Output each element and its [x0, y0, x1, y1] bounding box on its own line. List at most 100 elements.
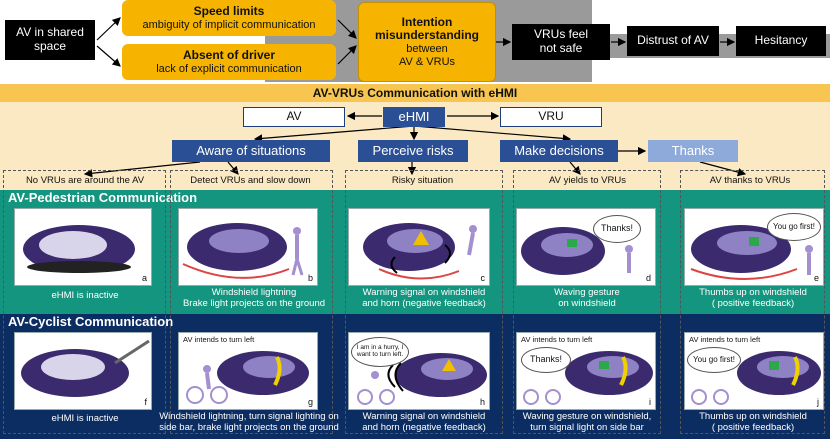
- vehicle-illustration-d: [521, 227, 633, 275]
- stage-aware-label: Aware of situations: [196, 142, 306, 158]
- column-outline-1: [3, 170, 166, 434]
- speed-limits-subtitle: ambiguity of implicit communication: [142, 18, 316, 31]
- column-header-4: AV yields to VRUs: [549, 175, 626, 186]
- caption-a-line1: eHMI is inactive: [51, 290, 119, 301]
- caption-c-line2: and horn (negative feedback): [362, 297, 486, 309]
- panel-letter-d: d: [645, 273, 651, 283]
- column-header-5: AV thanks to VRUs: [709, 175, 791, 186]
- caption-g-line2: side bar, brake light projects on the gr…: [159, 421, 339, 433]
- absent-driver-subtitle: lack of explicit communication: [156, 62, 302, 75]
- vehicle-illustration-i: [523, 351, 653, 405]
- absent-driver-box: Absent of driver lack of explicit commun…: [122, 44, 336, 80]
- stage-decide-label: Make decisions: [514, 142, 604, 158]
- panel-letter-b: b: [307, 273, 313, 283]
- panel-d: Thanks! d: [516, 208, 656, 286]
- intention-between: between: [406, 43, 448, 56]
- column-header-3: Risky situation: [391, 175, 454, 186]
- caption-j-line2: ( positive feedback): [711, 421, 795, 433]
- caption-h-line2: and horn (negative feedback): [362, 421, 486, 433]
- panel-letter-c: c: [480, 273, 486, 283]
- vehicle-illustration-a: [23, 225, 135, 273]
- panel-b: b: [178, 208, 318, 286]
- note-i: AV intends to turn left: [521, 335, 593, 344]
- caption-a: eHMI is inactive: [5, 290, 165, 302]
- panel-letter-g: g: [307, 397, 313, 407]
- speech-bubble-j: You go first!: [687, 347, 741, 373]
- panel-letter-e: e: [813, 273, 819, 283]
- intention-title: Intention misunderstanding: [374, 14, 479, 43]
- caption-d-line1: Waving gesture: [554, 287, 620, 298]
- caption-g: Windshield lightning, turn signal lighti…: [146, 411, 352, 434]
- panel-a: a: [14, 208, 152, 286]
- column-outline-4: [513, 170, 661, 434]
- caption-i-line1: Waving gesture on windshield,: [522, 411, 652, 422]
- intention-box: Intention misunderstanding between AV & …: [358, 2, 496, 82]
- caption-j: Thumbs up on windshield ( positive feedb…: [678, 411, 828, 434]
- speech-bubble-e: You go first!: [767, 213, 821, 241]
- column-outline-5: [680, 170, 825, 434]
- vehicle-illustration-g: [186, 351, 309, 404]
- av-shared-space-box: AV in shared space: [5, 20, 95, 60]
- note-j: AV intends to turn left: [689, 335, 761, 344]
- column-header-2: Detect VRUs and slow down: [190, 175, 311, 186]
- caption-b: Windshield lightning Brake light project…: [170, 287, 338, 310]
- column-header-1: No VRUs are around the AV: [25, 175, 145, 186]
- speed-limits-box: Speed limits ambiguity of implicit commu…: [122, 0, 336, 36]
- panel-letter-a: a: [141, 273, 147, 283]
- absent-driver-title: Absent of driver: [182, 47, 275, 62]
- caption-f-line1: eHMI is inactive: [51, 413, 119, 424]
- note-g: AV intends to turn left: [183, 335, 255, 344]
- caption-h-line1: Warning signal on windshield: [362, 411, 486, 422]
- ehmi-node-label: eHMI: [398, 108, 430, 124]
- cyclist-title: AV-Cyclist Communication: [8, 314, 174, 329]
- caption-i-line2: turn signal light on side bar: [530, 421, 644, 433]
- column-outline-2: [170, 170, 333, 434]
- speech-bubble-d: Thanks!: [593, 215, 641, 243]
- intention-parties: AV & VRUs: [398, 55, 456, 68]
- communication-title: AV-VRUs Communication with eHMI: [0, 84, 830, 102]
- panel-j: AV intends to turn left You go first! j: [684, 332, 824, 410]
- vehicle-illustration-h: [357, 353, 487, 405]
- caption-g-line1: Windshield lightning, turn signal lighti…: [159, 411, 339, 422]
- distrust-box: Distrust of AV: [627, 26, 719, 56]
- vru-unsafe-text: VRUs feel not safe: [533, 27, 589, 55]
- panel-c: c: [348, 208, 490, 286]
- vehicle-illustration-e: [690, 225, 813, 280]
- comm-connectors: [83, 111, 747, 178]
- caption-b-line2: Brake light projects on the ground: [182, 297, 326, 309]
- hesitancy-text: Hesitancy: [754, 33, 808, 48]
- caption-c-line1: Warning signal on windshield: [362, 287, 486, 298]
- speech-bubble-i: Thanks!: [521, 347, 571, 373]
- vehicle-illustration-b: [182, 223, 304, 279]
- hesitancy-box: Hesitancy: [736, 26, 826, 56]
- av-node-label: AV: [286, 109, 302, 124]
- caption-d-line2: on windshield: [558, 297, 616, 309]
- stage-thanks-label: Thanks: [671, 142, 715, 158]
- pedestrian-title: AV-Pedestrian Communication: [8, 190, 198, 205]
- panel-letter-h: h: [479, 397, 485, 407]
- caption-e-line2: ( positive feedback): [711, 297, 795, 309]
- caption-d: Waving gesture on windshield: [512, 287, 662, 310]
- speed-limits-title: Speed limits: [193, 3, 265, 18]
- stage-decide: Make decisions: [500, 140, 618, 162]
- panel-letter-i: i: [649, 397, 651, 407]
- panel-i: AV intends to turn left Thanks! i: [516, 332, 656, 410]
- caption-j-line1: Thumbs up on windshield: [699, 411, 807, 422]
- caption-c: Warning signal on windshield and horn (n…: [344, 287, 504, 310]
- vru-node-label: VRU: [538, 109, 564, 124]
- stage-perceive-label: Perceive risks: [372, 142, 454, 158]
- caption-b-line1: Windshield lightning: [211, 287, 297, 298]
- caption-e: Thumbs up on windshield ( positive feedb…: [678, 287, 828, 310]
- caption-i: Waving gesture on windshield, turn signa…: [510, 411, 664, 434]
- caption-f: eHMI is inactive: [5, 413, 165, 425]
- stage-thanks: Thanks: [648, 140, 738, 162]
- vru-unsafe-box: VRUs feel not safe: [512, 24, 610, 60]
- av-node: AV: [243, 107, 345, 127]
- panel-h: I am in a hurry, I want to turn left. h: [348, 332, 490, 410]
- speech-bubble-h: I am in a hurry, I want to turn left.: [351, 337, 409, 367]
- stage-aware: Aware of situations: [172, 140, 330, 162]
- vehicle-illustration-c: [363, 223, 477, 280]
- panel-g: AV intends to turn left g: [178, 332, 318, 410]
- caption-h: Warning signal on windshield and horn (n…: [344, 411, 504, 434]
